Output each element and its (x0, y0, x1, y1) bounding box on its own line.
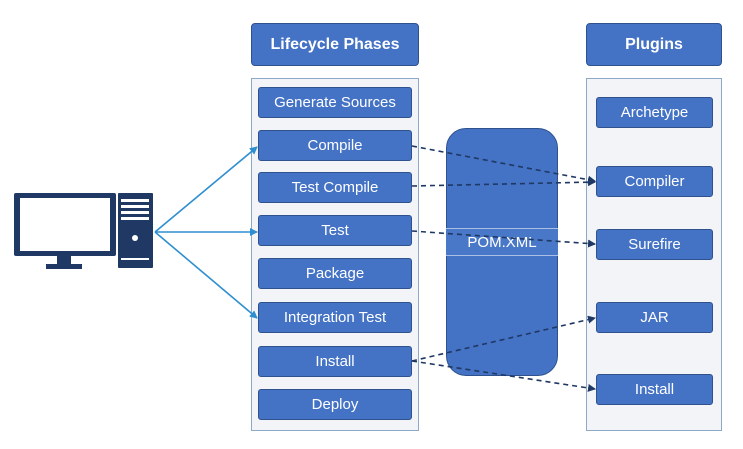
plugin-install[interactable]: Install (596, 374, 713, 405)
plugin-surefire[interactable]: Surefire (596, 229, 713, 260)
lifecycle-phases-header: Lifecycle Phases (251, 23, 419, 66)
dashed-install-to-install-plugin (411, 360, 596, 392)
phase-test-compile[interactable]: Test Compile (258, 172, 412, 203)
arrow-computer-to-compile (154, 146, 258, 233)
phase-integration-test[interactable]: Integration Test (258, 302, 412, 333)
plugins-header: Plugins (586, 23, 722, 66)
dashed-test-compile-to-compiler (411, 178, 596, 187)
pom-xml-label: POM.XML (446, 228, 558, 256)
dashed-compile-to-compiler (411, 145, 596, 184)
plugin-archetype[interactable]: Archetype (596, 97, 713, 128)
monitor-icon (14, 193, 116, 269)
phase-deploy[interactable]: Deploy (258, 389, 412, 420)
phase-generate-sources[interactable]: Generate Sources (258, 87, 412, 118)
plugin-compiler[interactable]: Compiler (596, 166, 713, 197)
plugins-title: Plugins (625, 35, 683, 53)
arrow-computer-to-integration-test (154, 231, 258, 319)
phase-test[interactable]: Test (258, 215, 412, 246)
phase-install[interactable]: Install (258, 346, 412, 377)
phase-compile[interactable]: Compile (258, 130, 412, 161)
dashed-test-to-surefire (411, 230, 596, 248)
lifecycle-phases-title: Lifecycle Phases (270, 35, 400, 53)
computer-tower-icon (118, 193, 153, 268)
phase-package[interactable]: Package (258, 258, 412, 289)
plugin-jar[interactable]: JAR (596, 302, 713, 333)
dashed-install-to-jar (411, 315, 596, 362)
